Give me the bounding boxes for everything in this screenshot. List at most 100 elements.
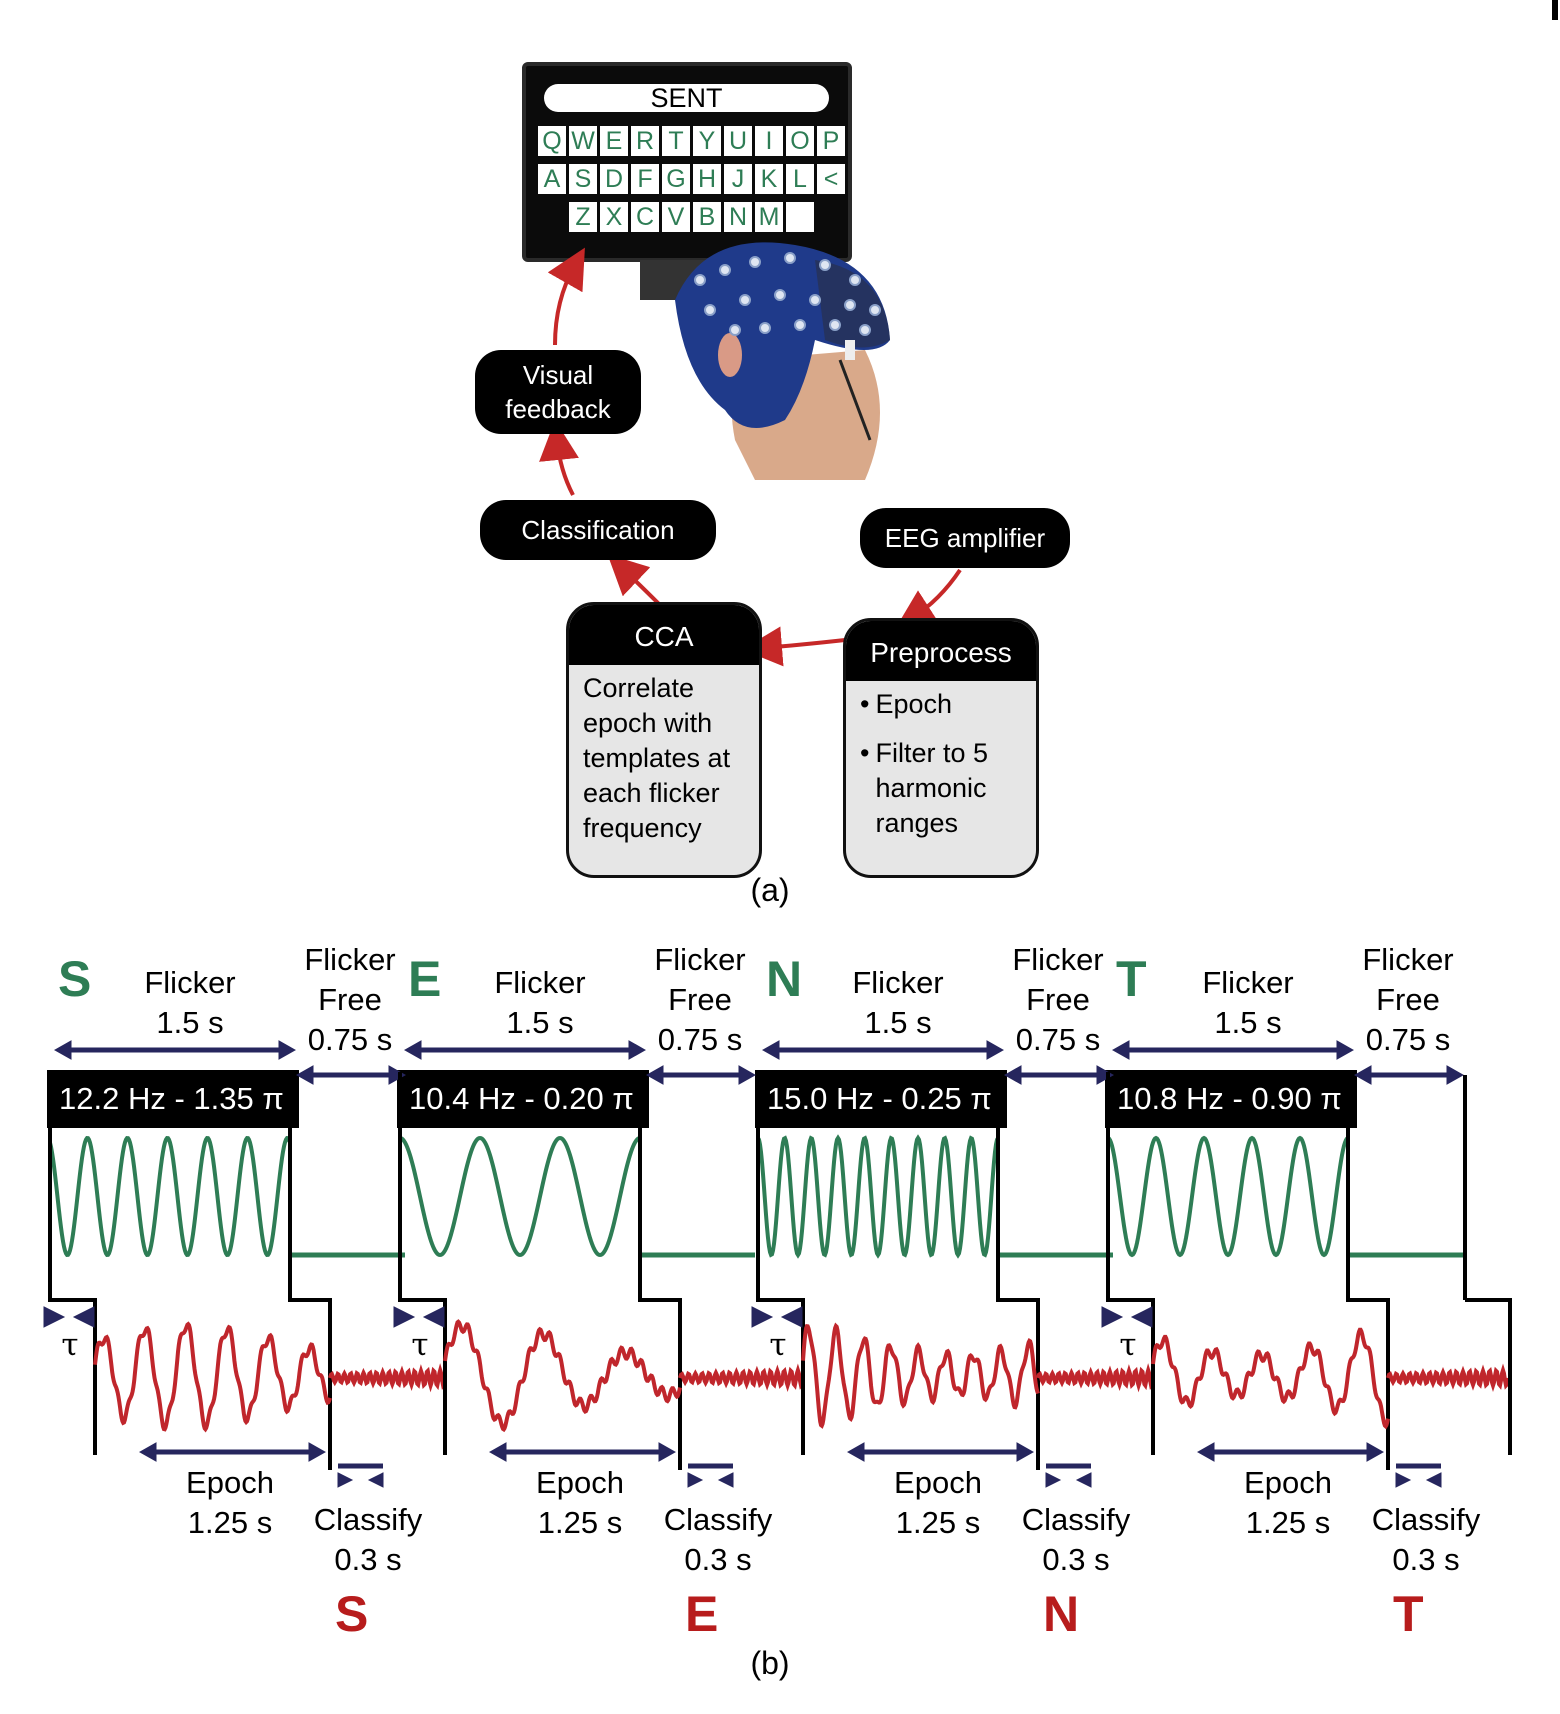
key-u[interactable]: U: [724, 126, 752, 156]
flicker-arrow-left-head: [761, 1040, 780, 1060]
epoch-duration: 1.25 s: [187, 1505, 273, 1540]
target-letter: T: [1116, 951, 1147, 1007]
key-o[interactable]: O: [786, 126, 814, 156]
key-q[interactable]: Q: [538, 126, 566, 156]
key-g[interactable]: G: [662, 164, 690, 194]
arrow-amplifier-to-preprocess: [895, 568, 962, 629]
epoch-arrow-left-head: [488, 1442, 507, 1462]
arrow-feedback-to-monitor: [547, 247, 585, 346]
epoch-label: Epoch: [536, 1465, 624, 1500]
key-backspace[interactable]: <: [817, 164, 845, 194]
flicker-arrow-left-head: [403, 1040, 422, 1060]
key-j[interactable]: J: [724, 164, 752, 194]
classify-duration: 0.3 s: [684, 1542, 752, 1577]
stimulus-frequency-phase: 10.4 Hz - 0.20 π: [397, 1070, 649, 1128]
target-letter: S: [58, 951, 92, 1007]
key-f[interactable]: F: [631, 164, 659, 194]
stimulus-frequency-phase: 15.0 Hz - 0.25 π: [755, 1070, 1007, 1128]
eeg-cap-head-icon: [675, 242, 890, 480]
classify-left-icon: [1045, 1472, 1062, 1488]
key-h[interactable]: H: [693, 164, 721, 194]
key-a[interactable]: A: [538, 164, 566, 194]
flicker-free-arrow-left-head: [645, 1065, 664, 1085]
flicker-arrow-right-head: [986, 1040, 1005, 1060]
key-m[interactable]: M: [755, 202, 783, 232]
key-d[interactable]: D: [600, 164, 628, 194]
stimulus-window-outline: [756, 1072, 805, 1455]
key-b[interactable]: B: [693, 202, 721, 232]
key-v[interactable]: V: [662, 202, 690, 232]
flicker-free-arrow-right-head: [738, 1065, 757, 1085]
caption-a: (a): [750, 872, 790, 908]
stimulus-window-outline: [398, 1072, 447, 1455]
key-s[interactable]: S: [569, 164, 597, 194]
key-x[interactable]: X: [600, 202, 628, 232]
tau-label: τ: [411, 1327, 429, 1363]
classify-right-icon: [717, 1472, 734, 1488]
output-letter: E: [685, 1586, 719, 1642]
key-l[interactable]: L: [786, 164, 814, 194]
key-t[interactable]: T: [662, 126, 690, 156]
stimulus-window-outline: [1106, 1072, 1155, 1455]
key-n[interactable]: N: [724, 202, 752, 232]
key-i[interactable]: I: [755, 126, 783, 156]
flicker-arrow-left-head: [1111, 1040, 1130, 1060]
key-w[interactable]: W: [569, 126, 597, 156]
key-blank[interactable]: [786, 202, 814, 232]
flicker-arrow-right-head: [628, 1040, 647, 1060]
classify-right-icon: [1075, 1472, 1092, 1488]
tau-right-icon: [1130, 1306, 1153, 1328]
key-k[interactable]: K: [755, 164, 783, 194]
tau-right-icon: [422, 1306, 445, 1328]
eeg-response-waveform: [443, 1319, 682, 1433]
flicker-label: Flicker: [494, 965, 586, 1000]
cca-description: Correlate epoch with templates at each f…: [583, 673, 731, 843]
epoch-arrow-left-head: [138, 1442, 157, 1462]
flicker-duration: 1.5 s: [506, 1005, 574, 1040]
flicker-label: Flicker: [852, 965, 944, 1000]
tau-label: τ: [1119, 1327, 1137, 1363]
key-e[interactable]: E: [600, 126, 628, 156]
flicker-free-label: Free: [1376, 982, 1440, 1017]
flicker-free-label: Free: [668, 982, 732, 1017]
epoch-duration: 1.25 s: [537, 1505, 623, 1540]
bullet-icon: •: [860, 738, 870, 768]
tau-left-icon: [751, 1306, 774, 1328]
flicker-free-duration: 0.75 s: [657, 1022, 743, 1057]
flicker-arrow-right-head: [1336, 1040, 1355, 1060]
stimulus-waveform: [1107, 1135, 1349, 1258]
stimulus-waveform: [756, 1134, 1000, 1259]
epoch-label: Epoch: [894, 1465, 982, 1500]
key-y[interactable]: Y: [693, 126, 721, 156]
classify-label: Classify: [663, 1502, 773, 1537]
key-z[interactable]: Z: [569, 202, 597, 232]
eeg-noise-waveform: [328, 1363, 447, 1393]
stimulus-window-outline: [48, 1072, 97, 1455]
cca-title: CCA: [569, 605, 759, 665]
flicker-duration: 1.5 s: [156, 1005, 224, 1040]
epoch-window-outline: [638, 1072, 682, 1470]
flicker-free-label: Free: [1026, 982, 1090, 1017]
eeg-response-waveform: [93, 1321, 332, 1433]
target-letter: N: [766, 951, 803, 1007]
stimulus-waveform: [399, 1135, 641, 1258]
bullet-item: •Epoch: [860, 687, 1022, 722]
epoch-label: Epoch: [1244, 1465, 1332, 1500]
classify-label: Classify: [313, 1502, 423, 1537]
key-p[interactable]: P: [817, 126, 845, 156]
flicker-free-label: Flicker: [1012, 942, 1104, 977]
flicker-free-duration: 0.75 s: [1365, 1022, 1451, 1057]
flicker-free-arrow-right-head: [388, 1065, 407, 1085]
key-c[interactable]: C: [631, 202, 659, 232]
epoch-duration: 1.25 s: [895, 1505, 981, 1540]
flicker-free-duration: 0.75 s: [307, 1022, 393, 1057]
epoch-duration: 1.25 s: [1245, 1505, 1331, 1540]
tau-left-icon: [393, 1306, 416, 1328]
key-r[interactable]: R: [631, 126, 659, 156]
flicker-label: Flicker: [144, 965, 236, 1000]
tau-right-icon: [72, 1306, 95, 1328]
flicker-free-duration: 0.75 s: [1015, 1022, 1101, 1057]
